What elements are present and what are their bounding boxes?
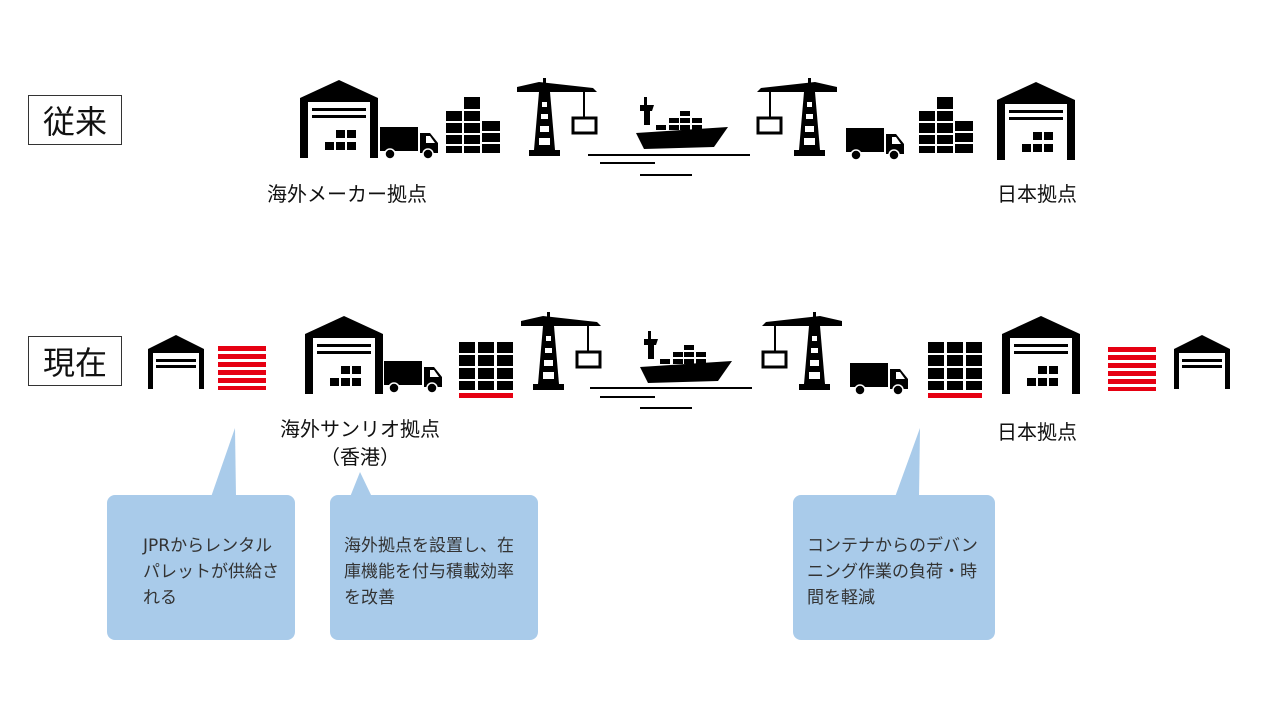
water-line [640, 407, 692, 409]
callout-rental-pallet: JPRからレンタルパレットが供給される [107, 495, 295, 640]
water-line [588, 154, 750, 156]
callout-devanning: コンテナからのデバンニング作業の負荷・時間を軽減 [793, 495, 995, 640]
destination-label: 日本拠点 [997, 420, 1077, 444]
origin-sublabel: （香港） [320, 445, 400, 469]
origin-label: 海外メーカー拠点 [267, 182, 427, 206]
water-line [590, 387, 752, 389]
row-label-conventional: 従来 [28, 95, 122, 145]
callout-overseas-base: 海外拠点を設置し、在庫機能を付与積載効率を改善 [330, 495, 538, 640]
row-label-current: 現在 [28, 336, 122, 386]
water-line [600, 162, 655, 164]
origin-label: 海外サンリオ拠点 [280, 417, 440, 441]
destination-label: 日本拠点 [997, 182, 1077, 206]
water-line [600, 396, 655, 398]
water-line [640, 174, 692, 176]
